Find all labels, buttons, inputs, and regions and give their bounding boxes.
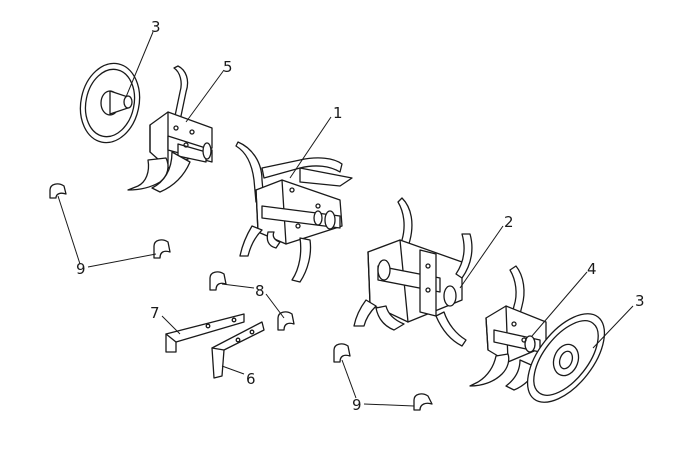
callout-3-left: 3	[151, 18, 161, 36]
strap-part-6	[211, 321, 265, 379]
clip-part-9-mid-left	[153, 239, 171, 259]
callout-8: 8	[255, 282, 265, 300]
right-side-disc	[526, 313, 606, 403]
left-side-disc	[79, 62, 141, 144]
clip-part-8-a	[209, 271, 227, 291]
callout-2: 2	[504, 213, 514, 231]
strap-part-7	[165, 313, 245, 353]
clip-part-9-upper-left	[49, 183, 67, 199]
clip-part-9-lower-b	[413, 393, 433, 411]
left-tine-assembly	[127, 65, 213, 193]
callout-6: 6	[246, 370, 256, 388]
callout-7: 7	[150, 304, 160, 322]
clip-part-8-b	[277, 311, 295, 331]
right-tine-assembly	[353, 197, 473, 347]
callout-9-right: 9	[352, 396, 362, 414]
clip-part-9-lower-a	[333, 343, 351, 363]
callout-9-left: 9	[76, 260, 86, 278]
leader-lines	[57, 31, 634, 407]
callout-1: 1	[333, 104, 343, 122]
outer-right-tine-assembly	[469, 265, 547, 391]
center-tine-assembly	[235, 141, 353, 283]
callout-5: 5	[223, 58, 233, 76]
callout-labels: 1 2 3 3 4 5 6 7 8 9 9	[76, 18, 645, 414]
callout-4: 4	[587, 260, 597, 278]
callout-3-right: 3	[635, 292, 645, 310]
